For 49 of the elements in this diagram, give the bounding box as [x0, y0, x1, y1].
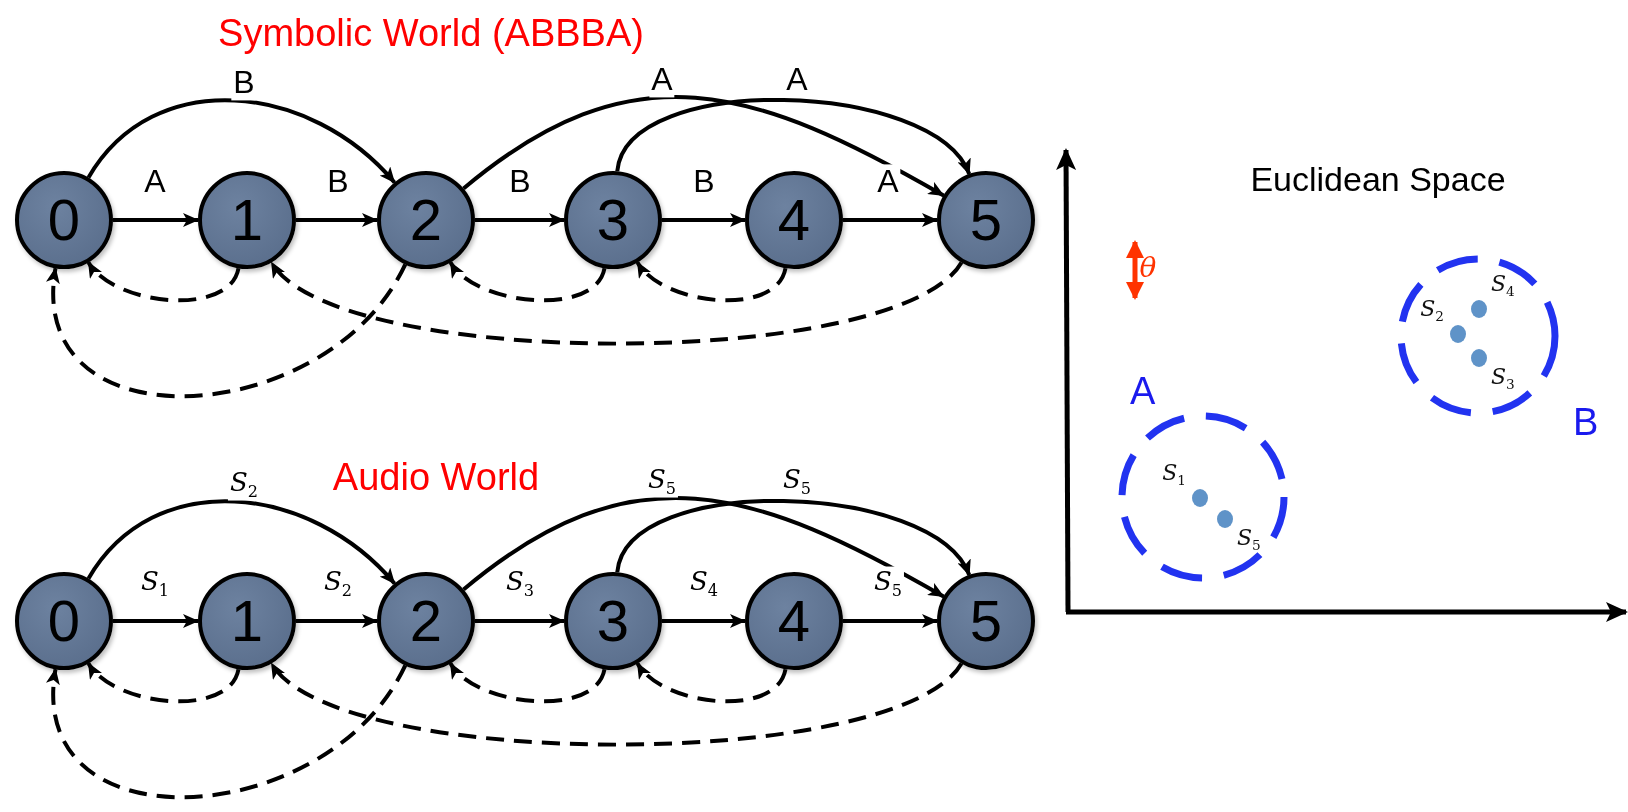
panel-title: Audio World [332, 457, 540, 499]
arrow [86, 499, 396, 585]
point-label: S$_{4}$ [1491, 272, 1515, 299]
dashed-arrow [48, 263, 407, 399]
state-circle: 1 [198, 171, 296, 269]
arrow [475, 213, 565, 227]
arrow [296, 614, 378, 628]
arrow [843, 614, 938, 628]
dashed-arrow [635, 261, 788, 303]
point-label: S$_{1}$ [1162, 461, 1186, 488]
dashed-arrow [448, 261, 607, 303]
arrow [662, 213, 746, 227]
state-circle: 4 [745, 572, 843, 670]
panel-title: Symbolic World (ABBBA) [218, 13, 644, 55]
state-circle: 3 [564, 171, 662, 269]
arrow [462, 95, 945, 198]
state-circle: 4 [745, 171, 843, 269]
arrow [662, 614, 746, 628]
dashed-arrow [48, 664, 407, 800]
dashed-arrow [635, 662, 788, 704]
point-label: S$_{5}$ [1237, 527, 1261, 554]
arrow [615, 98, 971, 176]
state-circle: 3 [564, 572, 662, 670]
dashed-arrow [270, 261, 963, 346]
parameter-symbol: θ [1139, 252, 1157, 284]
arrow [113, 213, 199, 227]
state-circle: 0 [15, 572, 113, 670]
state-circle: 1 [198, 572, 296, 670]
dashed-arrow [448, 662, 607, 704]
panel-title: Euclidean Space [1250, 161, 1506, 199]
cluster-label: A [1130, 372, 1156, 410]
dashed-arrow [86, 261, 241, 303]
state-circle: 5 [937, 171, 1035, 269]
arrow [462, 496, 945, 599]
state-circle: 5 [937, 572, 1035, 670]
arrow [113, 614, 199, 628]
arrow [86, 98, 396, 184]
point-label: S$_{2}$ [1420, 297, 1444, 324]
dashed-arrow [270, 662, 963, 747]
state-circle: 0 [15, 171, 113, 269]
state-circle: 2 [377, 572, 475, 670]
arrow [475, 614, 565, 628]
dashed-arrow [86, 662, 241, 704]
arrow [296, 213, 378, 227]
state-circle: 2 [377, 171, 475, 269]
cluster-label: B [1573, 403, 1599, 441]
arrow [615, 499, 971, 577]
point-label: S$_{3}$ [1491, 366, 1515, 393]
arrow [843, 213, 938, 227]
